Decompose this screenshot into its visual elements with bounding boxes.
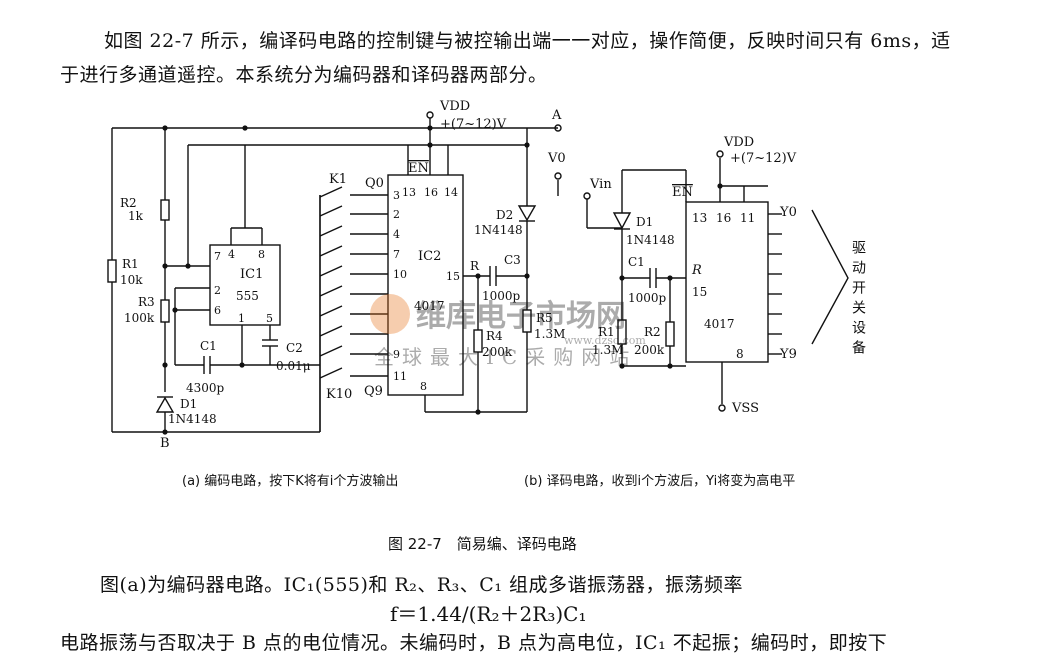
decoder-ic-pin: 16: [716, 211, 731, 225]
q9-label: Q9: [364, 384, 383, 399]
r5-value: 1.3M: [534, 327, 565, 341]
decoder-ic-pin: 11: [740, 211, 755, 225]
decoder-vdd-label: VDD: [723, 135, 754, 150]
ic2-pin: 14: [444, 186, 458, 199]
r1-label: R1: [122, 257, 139, 271]
ic2-pin: 7: [393, 248, 400, 261]
drive-device-label: 驱动开关设备: [850, 240, 866, 360]
r4-value: 200k: [482, 345, 513, 359]
decoder-d1-label: D1: [636, 215, 653, 229]
q0-label: Q0: [365, 176, 384, 191]
ic2-pin: 4: [393, 228, 400, 241]
ic2-type-label: 4017: [414, 299, 445, 313]
r2-label: R2: [120, 196, 137, 210]
y0-label: Y0: [779, 205, 797, 220]
decoder-ic-type: 4017: [704, 317, 735, 331]
ic2-pin: 13: [402, 186, 416, 199]
c3-label: C3: [504, 253, 521, 267]
decoder-ic-r-pin: 15: [692, 285, 707, 299]
decoder-vdd-range: +(7~12)V: [730, 151, 797, 166]
ic1-pin: 5: [266, 312, 273, 325]
y9-label: Y9: [779, 347, 797, 362]
decoder-r1-value: 1.3M: [592, 343, 623, 357]
r5-label: R5: [536, 311, 553, 325]
caption-encoder: (a) 编码电路，按下K将有i个方波输出: [182, 474, 399, 489]
ic1-pin: 6: [214, 304, 221, 317]
decoder-ic-pin: 13: [692, 211, 707, 225]
d1-value: 1N4148: [168, 412, 217, 426]
frequency-formula: f＝1.44/(R₂＋2R₃)C₁: [390, 602, 587, 626]
c2-value: 0.01μ: [276, 359, 311, 373]
ic2-pin: 15: [446, 270, 460, 283]
r3-value: 100k: [124, 311, 155, 325]
v0-label: V0: [547, 151, 566, 166]
decoder-r2-value: 200k: [634, 343, 665, 357]
vss-label: VSS: [731, 401, 759, 416]
ic2-en-label: EN: [408, 161, 429, 176]
decoder-en-label: EN: [672, 185, 693, 200]
k10-label: K10: [326, 387, 352, 402]
caption-decoder: (b) 译码电路，收到i个方波后，Yi将变为高电平: [524, 474, 796, 489]
d1-label: D1: [180, 397, 197, 411]
k1-label: K1: [329, 172, 347, 187]
vdd-range-label: +(7~12)V: [440, 117, 507, 132]
c1-value: 4300p: [186, 381, 225, 395]
ic2-pin: 2: [393, 208, 400, 221]
figure-title: 图 22-7 简易编、译码电路: [388, 535, 577, 553]
d2-value: 1N4148: [474, 223, 523, 237]
c1-label: C1: [200, 339, 217, 353]
ic2-pin: 16: [424, 186, 438, 199]
ic2-pin: 9: [393, 348, 400, 361]
r3-label: R3: [138, 295, 155, 309]
c2-label: C2: [286, 341, 303, 355]
decoder-r1-label: R1: [598, 325, 615, 339]
r2-value: 1k: [128, 209, 144, 223]
ic1-label: IC1: [240, 267, 263, 282]
oscillation-paragraph: 电路振荡与否取决于 B 点的电位情况。未编码时，B 点为高电位，IC₁ 不起振；…: [60, 632, 888, 654]
ic2-pin: 11: [393, 370, 407, 383]
ic1-pin: 8: [258, 248, 265, 261]
decoder-ic-bottom-pin: 8: [736, 347, 744, 361]
ic1-pin: 4: [228, 248, 235, 261]
ic2-pin: 3: [393, 189, 400, 202]
decoder-r2-label: R2: [644, 325, 661, 339]
ic2-pin: 10: [393, 268, 407, 281]
point-b-label: B: [160, 436, 170, 451]
ic1-type-label: 555: [236, 289, 259, 303]
decoder-d1-value: 1N4148: [626, 233, 675, 247]
intro-paragraph: 如图 22-7 所示，编译码电路的控制键与被控输出端一一对应，操作简便，反映时间…: [60, 30, 951, 86]
ic2-r-label: R: [470, 259, 480, 273]
r1-value: 10k: [120, 273, 143, 287]
vin-label: Vin: [589, 177, 612, 192]
r4-label: R4: [486, 329, 503, 343]
decoder-ic-r-label: R: [691, 263, 702, 278]
ic2-pin: 8: [420, 380, 427, 393]
d2-label: D2: [496, 208, 513, 222]
ic1-pin: 1: [238, 312, 245, 325]
c3-value: 1000p: [482, 289, 521, 303]
decoder-c1-label: C1: [628, 255, 645, 269]
ic1-pin: 7: [214, 250, 221, 263]
ic2-label: IC2: [418, 249, 441, 264]
encoder-paragraph: 图(a)为编码器电路。IC₁(555)和 R₂、R₃、C₁ 组成多谐振荡器，振荡…: [100, 574, 743, 596]
vdd-label: VDD: [439, 99, 470, 114]
decoder-c1-value: 1000p: [628, 291, 667, 305]
ic1-pin: 2: [214, 284, 221, 297]
point-a-label: A: [551, 108, 562, 123]
